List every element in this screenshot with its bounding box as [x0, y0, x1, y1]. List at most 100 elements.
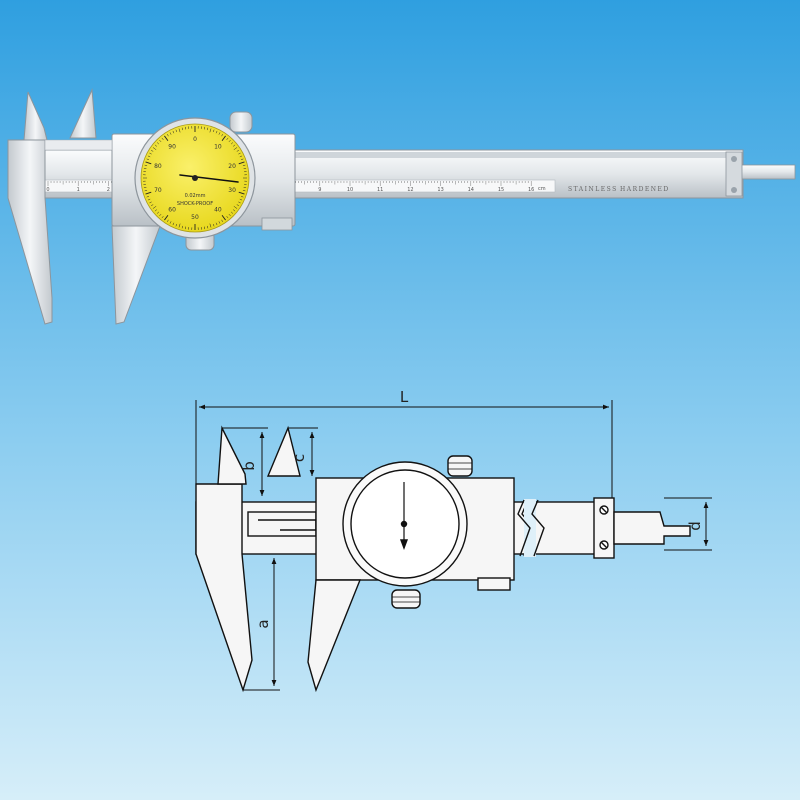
dial-tick — [145, 191, 152, 195]
dial-tick — [145, 161, 152, 165]
diagram-lock-screw-knurl — [448, 462, 472, 470]
dial-tick — [232, 209, 236, 212]
dial-tick — [146, 195, 150, 198]
diagram-end-screw-bottom-slot — [600, 541, 608, 549]
diagram-slider-tab — [477, 577, 511, 591]
dial-number: 60 — [168, 207, 176, 214]
dial-tick — [242, 190, 246, 192]
lock-screw-top — [229, 111, 253, 133]
dial-tick — [236, 149, 240, 152]
dial-tick — [152, 147, 157, 150]
dim-label-b: b — [240, 461, 258, 471]
dial-tick — [144, 190, 148, 192]
main-scale-number: 0 — [46, 187, 49, 193]
dial-tick — [172, 130, 175, 134]
dial-tick — [172, 222, 175, 226]
dial-tick — [221, 219, 224, 223]
dial-number: 50 — [191, 214, 199, 221]
diagram-fine-wheel — [391, 589, 421, 609]
depth-rod — [739, 164, 796, 180]
dial-tick — [221, 133, 224, 137]
dial-tick — [150, 204, 154, 207]
dial-tick — [150, 149, 154, 152]
engraving-hardened: HARDENED — [620, 186, 670, 193]
beam-groove — [290, 152, 730, 158]
dial-number: 70 — [154, 187, 162, 194]
dial-tick — [207, 225, 209, 229]
dial-tick — [175, 223, 178, 227]
dial-ticks — [143, 126, 247, 230]
diagram-dial-hub — [400, 520, 408, 528]
dial-tick — [230, 142, 234, 145]
dial-needle — [179, 174, 239, 183]
dial-tick — [159, 213, 162, 217]
main-scale-number: 14 — [468, 187, 474, 193]
dial-tick — [178, 128, 181, 133]
dial-tick — [228, 213, 231, 217]
diagram-depth-rod — [613, 511, 691, 545]
main-scale-number: 1 — [77, 187, 80, 193]
caliper-diagram — [195, 425, 691, 693]
dial-tick — [154, 144, 158, 147]
dial-tick — [232, 144, 236, 147]
diagram-fine-wheel-knurl — [392, 596, 420, 603]
dial-tick — [156, 142, 160, 145]
dial-tick — [228, 139, 231, 143]
end-screw-top — [731, 156, 737, 162]
diagram-lock-screw — [447, 455, 473, 477]
dial-tick — [218, 132, 221, 135]
main-scale-number: 13 — [437, 187, 443, 193]
dial-tick — [233, 206, 238, 209]
dial-tick — [166, 219, 169, 223]
diagram-slider-lower-jaw — [307, 579, 362, 693]
diagram-end-screw-top-slot — [600, 506, 608, 514]
dial-tick — [239, 198, 243, 201]
dial-tick — [156, 211, 160, 214]
dial-tick — [212, 129, 215, 133]
dial-number: 40 — [214, 207, 222, 214]
dial-tick — [169, 221, 172, 224]
beam-end-cap — [725, 151, 743, 197]
diagram-slider-upper-blade — [266, 425, 301, 477]
dial-number: 20 — [228, 163, 236, 170]
caliper-photo: 012345678910111213141516 cm STAINLESS HA… — [7, 88, 796, 325]
dial-tick — [218, 221, 221, 224]
dim-label-c: c — [290, 454, 308, 462]
dial-tick — [233, 147, 238, 150]
dial-tick — [161, 137, 164, 141]
main-scale-number: 12 — [407, 187, 413, 193]
dial-tick — [215, 222, 218, 226]
dim-label-d: d — [686, 521, 704, 531]
dial-tick — [181, 225, 183, 229]
dial-tick — [240, 158, 244, 161]
dial-tick — [212, 223, 215, 227]
dial-tick — [226, 137, 229, 141]
dial-feature: SHOCK-PROOF — [177, 201, 213, 207]
diagram-fixed-jaw-slot — [247, 511, 317, 537]
dial-tick — [166, 133, 169, 137]
dial-tick — [175, 129, 178, 133]
dial-tick — [230, 211, 234, 214]
dial-tick — [238, 201, 241, 204]
dim-label-a: a — [254, 619, 272, 628]
dial-tick — [164, 214, 169, 221]
dial-tick — [181, 127, 183, 131]
diagram-fixed-jaw-upper-blade — [217, 425, 247, 485]
dial-number: 0 — [193, 136, 197, 143]
diagram-fixed-jaw — [195, 483, 253, 693]
dial-number: 90 — [168, 143, 176, 150]
dial-tick — [221, 214, 226, 221]
diagram-needle-tip — [399, 539, 409, 550]
dial-tick — [209, 223, 212, 228]
fixed-jaw-inner-step — [44, 139, 113, 151]
dial-tick — [226, 215, 229, 219]
main-scale-number: 10 — [347, 187, 353, 193]
end-screw-bottom — [731, 187, 737, 193]
main-scale-number: 2 — [107, 187, 110, 193]
dial-tick — [240, 195, 244, 198]
dial-tick — [209, 128, 212, 133]
slider-lower-jaw — [111, 225, 161, 325]
diagram-break-line-left — [517, 499, 531, 557]
